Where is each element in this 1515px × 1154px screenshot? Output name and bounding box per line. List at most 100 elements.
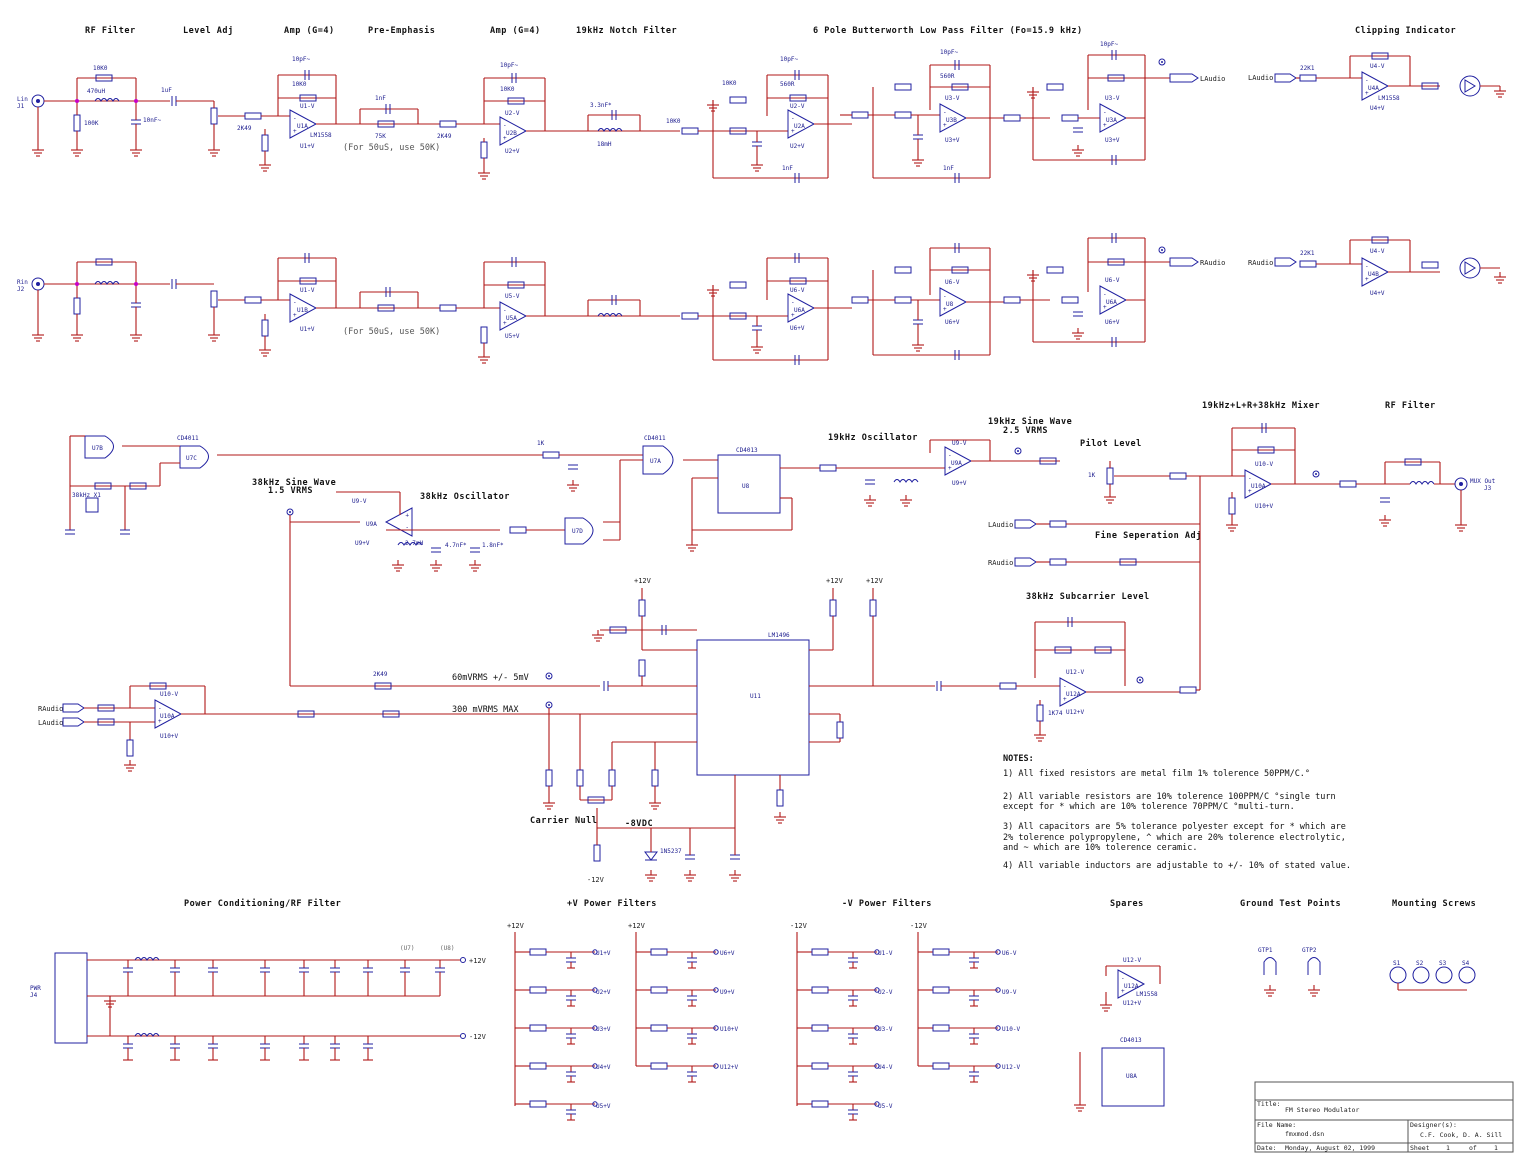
svg-text:U4-V: U4-V <box>1370 63 1385 70</box>
gate-u7b <box>84 435 114 459</box>
svg-text:+12V: +12V <box>634 577 652 585</box>
svg-text:S3: S3 <box>1439 960 1447 967</box>
section-level-adj: Level Adj <box>183 25 234 36</box>
svg-text:2.7mH: 2.7mH <box>405 540 423 547</box>
section-subcarrier: 38kHz Subcarrier Level <box>1026 591 1150 602</box>
svg-text:U5+V: U5+V <box>505 333 520 340</box>
svg-text:U4+V: U4+V <box>1370 105 1385 112</box>
svg-text:U6-V: U6-V <box>1105 277 1120 284</box>
note-50us-top: (For 50uS, use 50K) <box>343 143 440 153</box>
svg-text:10K0: 10K0 <box>722 80 737 87</box>
svg-text:10pF~: 10pF~ <box>1100 41 1118 48</box>
svg-text:U8A: U8A <box>1126 1073 1137 1080</box>
label-300mv: 300 mVRMS MAX <box>452 705 519 715</box>
svg-text:U6+V: U6+V <box>720 950 735 957</box>
svg-text:LM1558: LM1558 <box>1378 95 1400 102</box>
ground-test-points: Ground Test Points GTP1 GTP2 <box>1240 898 1341 997</box>
section-power-cond: Power Conditioning/RF Filter <box>184 898 341 909</box>
svg-text:U3A: U3A <box>1106 117 1117 124</box>
svg-text:U6-V: U6-V <box>790 287 805 294</box>
led-d2 <box>1459 257 1481 279</box>
svg-text:18mH: 18mH <box>597 141 612 148</box>
screw-s4 <box>1458 966 1476 984</box>
svg-text:U1-V: U1-V <box>300 103 315 110</box>
section-ground-tp: Ground Test Points <box>1240 898 1341 909</box>
notes-title: NOTES: <box>1003 754 1034 764</box>
svg-text:U10-V: U10-V <box>1002 1026 1020 1033</box>
pos-power-filters: +V Power Filters +12V +12V U1+V U2+V U3+… <box>507 898 738 1110</box>
svg-text:+12V: +12V <box>507 922 525 930</box>
label-38k-vrms: 1.5 VRMS <box>268 486 313 496</box>
svg-text:U1A: U1A <box>297 123 308 130</box>
svg-text:10K0: 10K0 <box>292 81 307 88</box>
svg-text:MUX Out: MUX Out <box>1470 478 1496 485</box>
svg-text:10K0: 10K0 <box>666 118 681 125</box>
label-neg8: -8VDC <box>625 819 653 829</box>
label-19k-sine: 19kHz Sine Wave <box>988 416 1072 427</box>
svg-text:File Name:: File Name: <box>1257 1121 1296 1129</box>
svg-text:U12+V: U12+V <box>1066 709 1084 716</box>
svg-text:U10+V: U10+V <box>1255 503 1273 510</box>
power-net-terminal <box>874 949 880 955</box>
svg-text:Designer(s):: Designer(s): <box>1410 1121 1457 1129</box>
svg-text:1uF: 1uF <box>161 87 172 94</box>
svg-text:(U7): (U7) <box>400 945 414 952</box>
notes-block: NOTES: 1) All fixed resistors are metal … <box>1003 754 1351 871</box>
svg-text:Rin: Rin <box>17 279 28 286</box>
section-butterworth: 6 Pole Butterworth Low Pass Filter (Fo=1… <box>813 25 1083 36</box>
neg-power-filters: -V Power Filters -12V -12V U1-V U2-V U3-… <box>790 898 1020 1110</box>
svg-text:U12A: U12A <box>1124 983 1139 990</box>
svg-text:U3-V: U3-V <box>945 95 960 102</box>
section-osc-38k: 38kHz Oscillator <box>420 491 510 502</box>
svg-text:100K: 100K <box>84 120 99 127</box>
svg-text:U2+V: U2+V <box>790 143 805 150</box>
date-value: Monday, August 02, 1999 <box>1285 1144 1375 1152</box>
note-3a: 3) All capacitors are 5% tolerance polye… <box>1003 822 1346 832</box>
note-3b: 2% tolerence polypropylene, ^ which are … <box>1003 833 1346 843</box>
file-name: fmxmod.dsn <box>1285 1130 1324 1138</box>
power-net-terminal <box>713 1063 719 1069</box>
connector-j4 <box>54 952 88 1044</box>
svg-text:4.7nF*: 4.7nF* <box>445 542 467 549</box>
svg-text:2K49: 2K49 <box>373 671 388 678</box>
power-filter-rows <box>109 948 1001 1121</box>
power-net-terminal <box>995 987 1001 993</box>
svg-text:U2-V: U2-V <box>505 110 520 117</box>
svg-text:U12-V: U12-V <box>1066 669 1084 676</box>
label-38k-sine: 38kHz Sine Wave <box>252 477 336 488</box>
svg-text:U12-V: U12-V <box>1123 957 1141 964</box>
svg-text:U9A: U9A <box>366 521 377 528</box>
svg-text:RAudio: RAudio <box>1248 259 1273 267</box>
svg-text:1: 1 <box>1446 1144 1450 1152</box>
svg-text:S4: S4 <box>1462 960 1470 967</box>
svg-text:U12+V: U12+V <box>1123 1000 1141 1007</box>
svg-text:U4+V: U4+V <box>1370 290 1385 297</box>
svg-text:CD4011: CD4011 <box>177 435 199 442</box>
svg-text:J2: J2 <box>17 286 25 293</box>
svg-text:U3-V: U3-V <box>878 1026 893 1033</box>
svg-text:U5-V: U5-V <box>878 1103 893 1110</box>
svg-text:U9-V: U9-V <box>352 498 367 505</box>
svg-text:LAudio: LAudio <box>38 719 63 727</box>
svg-text:1.8nF*: 1.8nF* <box>482 542 504 549</box>
svg-text:U12-V: U12-V <box>1002 1064 1020 1071</box>
svg-text:U5-V: U5-V <box>505 293 520 300</box>
section-fine-sep: Fine Seperation Adj <box>1095 530 1202 541</box>
svg-text:10pF~: 10pF~ <box>780 56 798 63</box>
svg-text:U9+V: U9+V <box>355 540 370 547</box>
svg-text:560R: 560R <box>940 73 955 80</box>
power-net-terminal <box>713 949 719 955</box>
svg-text:1nF: 1nF <box>943 165 954 172</box>
svg-text:U1-V: U1-V <box>878 950 893 957</box>
svg-text:U10+V: U10+V <box>720 1026 738 1033</box>
svg-text:560R: 560R <box>780 81 795 88</box>
power-net-terminal <box>995 1063 1001 1069</box>
section-amp2: Amp (G=4) <box>490 26 541 36</box>
gate-u7c <box>179 445 209 469</box>
svg-text:U4-V: U4-V <box>878 1064 893 1071</box>
svg-text:U8: U8 <box>946 301 954 308</box>
svg-text:U10A: U10A <box>160 713 175 720</box>
svg-text:U2+V: U2+V <box>596 989 611 996</box>
svg-text:U7A: U7A <box>650 458 661 465</box>
svg-text:U4-V: U4-V <box>1370 248 1385 255</box>
